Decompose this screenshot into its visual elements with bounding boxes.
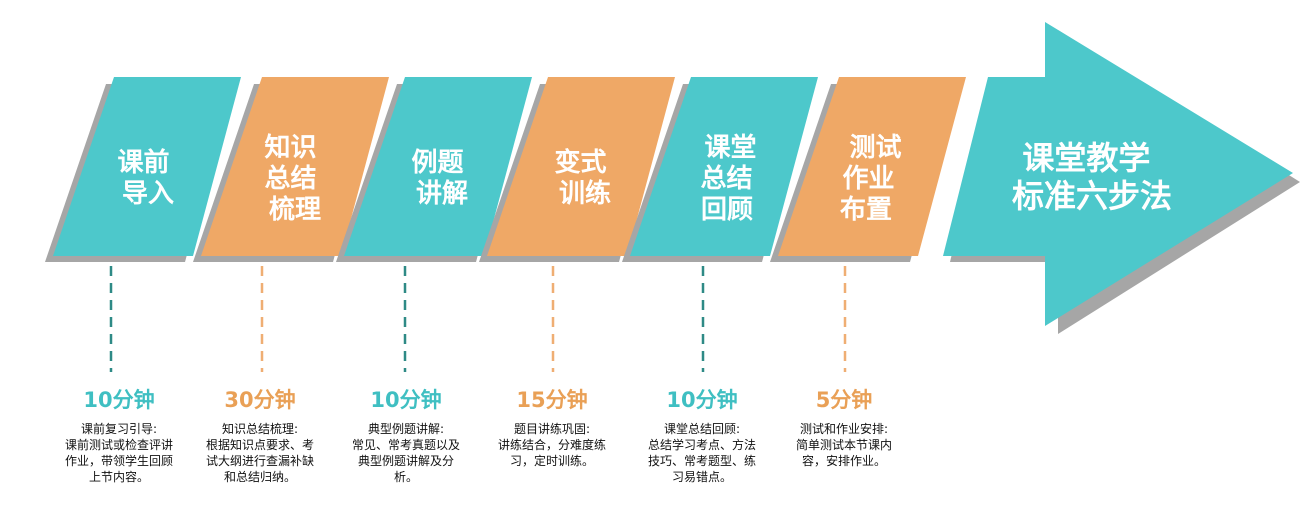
step-4-desc-line-1: 题目讲练巩固: [513,422,591,436]
step-6-desc-line-3: 容，安排作业。 [801,454,886,468]
step-4-title: 变式 训练 [554,147,615,209]
step-3-duration: 10分钟 [370,388,441,412]
step-5-shape [630,77,818,256]
step-2-title-line-2: 总结 [264,164,316,194]
step-6: 测试 作业 布置 5分钟 [770,77,966,412]
step-3-title-line-2: 讲解 [416,179,468,209]
step-3-desc-line-2: 常见、常考真题以及 [351,438,460,452]
step-2-description: 知识总结梳理: 根据知识点要求、考 试大纲进行查漏补缺 和总结归纳。 [192,421,328,485]
step-3-desc-line-3: 典型例题讲解及分 [357,454,454,468]
step-4-desc-line-2: 讲练结合，分难度练 [497,438,606,452]
step-1-desc-line-3: 作业，带领学生回顾 [64,454,173,468]
step-5-desc-line-4: 习易错点。 [671,470,732,484]
step-1-shape [53,77,241,256]
step-4-title-line-1: 变式 [554,147,606,178]
step-4-shape [487,77,675,256]
step-2-title-line-1: 知识 [264,133,316,163]
step-2-desc-line-4: 和总结归纳。 [223,470,296,484]
big-arrow-body [943,22,1293,326]
step-5: 课堂 总结 回顾 10分钟 [622,77,818,412]
step-6-desc-line-1: 测试和作业安排: [799,422,889,436]
step-1-duration: 10分钟 [83,388,154,412]
step-2-duration: 30分钟 [224,388,295,412]
step-5-title: 课堂 总结 回顾 [700,133,765,225]
step-2-title: 知识 总结 梳理 [264,133,325,225]
step-2-desc-line-1: 知识总结梳理: [221,422,299,436]
step-4-title-line-2: 训练 [559,178,611,209]
step-4-description: 题目讲练巩固: 讲练结合，分难度练 习，定时训练。 [484,421,620,469]
step-3-desc-line-4: 析。 [393,470,418,484]
step-1-title-line-1: 课前 [117,147,169,178]
step-1-description: 课前复习引导: 课前测试或检查评讲 作业，带领学生回顾 上节内容。 [51,421,187,485]
step-6-title-line-1: 测试 [849,133,901,163]
step-5-desc-line-3: 技巧、常考题型、练 [647,454,756,468]
step-5-duration: 10分钟 [666,388,737,412]
step-6-duration: 5分钟 [816,388,873,412]
arrow-title-line-2: 标准六步法 [1012,177,1172,215]
step-5-desc-line-1: 课堂总结回顾: [663,422,741,436]
step-6-description: 测试和作业安排: 简单测试本节课内 容，安排作业。 [776,421,912,469]
step-3-desc-line-1: 典型例题讲解: [367,422,445,436]
step-2-desc-line-2: 根据知识点要求、考 [205,438,314,452]
step-4-desc-line-3: 习，定时训练。 [509,454,594,468]
arrow-title: 课堂教学 标准六步法 [1012,139,1172,215]
step-6-shape [778,77,966,256]
step-3-description: 典型例题讲解: 常见、常考真题以及 典型例题讲解及分 析。 [338,421,474,485]
step-1-title: 课前 导入 [117,147,178,209]
step-5-title-line-2: 总结 [700,164,752,194]
step-2-title-line-3: 梳理 [269,194,321,225]
step-6-title-line-2: 作业 [842,164,894,194]
step-6-title: 测试 作业 布置 [840,133,911,225]
step-3-shape [344,77,532,256]
step-1: 课前 导入 10分钟 [45,77,241,412]
step-6-title-line-3: 布置 [840,195,892,225]
step-5-title-line-1: 课堂 [704,133,756,163]
step-1-title-line-2: 导入 [122,179,174,209]
step-4-duration: 15分钟 [516,388,587,412]
step-5-description: 课堂总结回顾: 总结学习考点、方法 技巧、常考题型、练 习易错点。 [634,421,770,485]
step-1-desc-line-4: 上节内容。 [88,470,149,484]
step-2-shape [201,77,389,256]
step-4: 变式 训练 15分钟 [479,77,675,412]
step-2: 知识 总结 梳理 30分钟 [193,77,389,412]
step-3-title-line-1: 例题 [411,148,463,178]
step-2-desc-line-3: 试大纲进行查漏补缺 [205,454,314,468]
big-arrow: 课堂教学 标准六步法 [943,22,1300,334]
step-1-desc-line-2: 课前测试或检查评讲 [64,438,173,452]
step-6-desc-line-2: 简单测试本节课内 [795,438,892,452]
step-3-title: 例题 讲解 [411,148,472,209]
arrow-title-line-1: 课堂教学 [1022,139,1150,177]
step-3: 例题 讲解 10分钟 [336,77,532,412]
step-1-desc-line-1: 课前复习引导: [80,422,158,436]
step-5-title-line-3: 回顾 [701,195,753,225]
step-5-desc-line-2: 总结学习考点、方法 [647,438,756,452]
